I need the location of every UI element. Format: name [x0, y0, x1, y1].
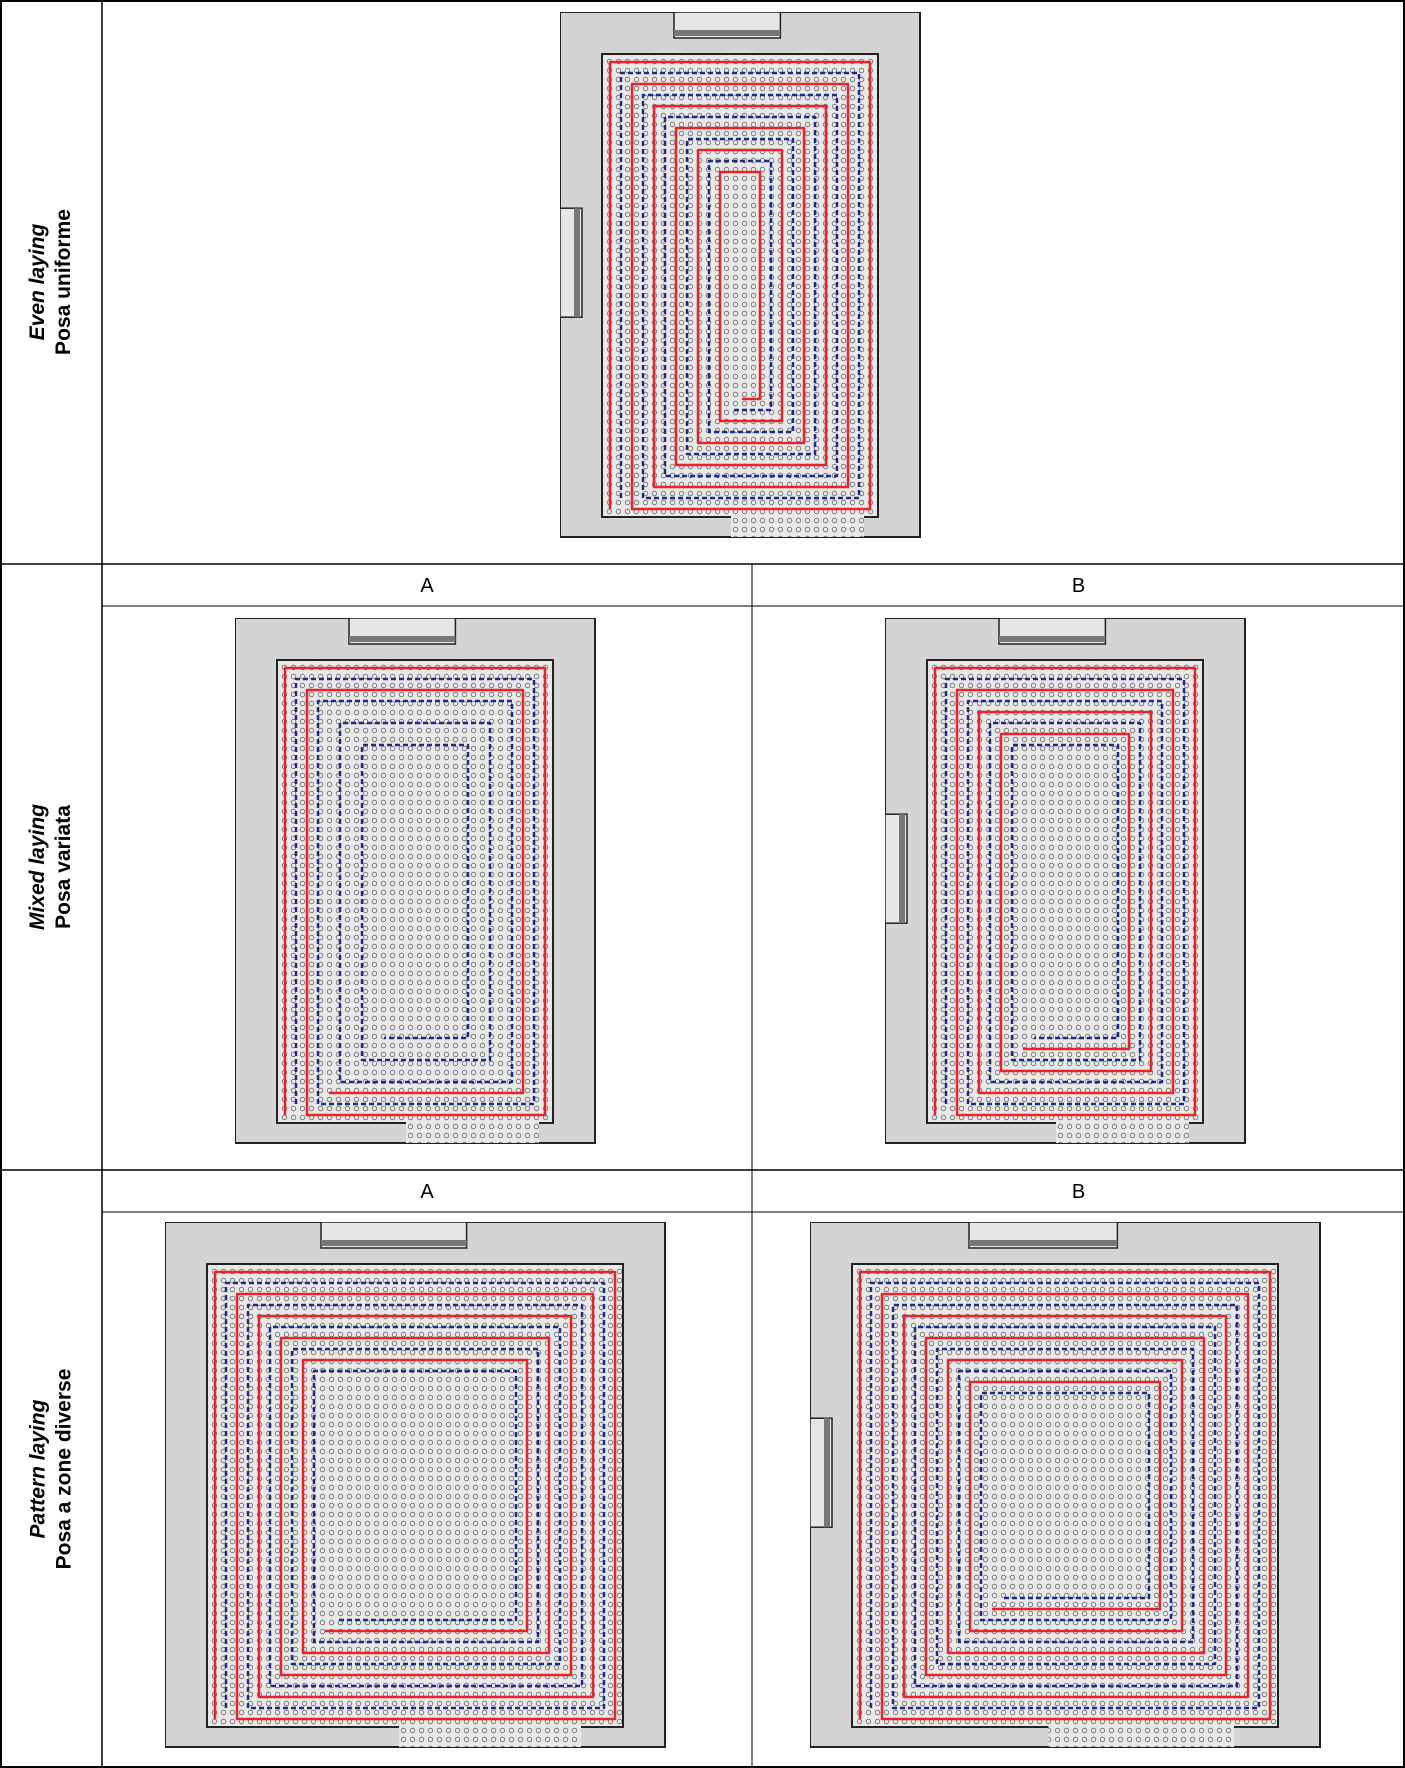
return-pipe — [944, 677, 1186, 1106]
window-sill — [899, 814, 905, 924]
supply-pipe — [608, 60, 872, 511]
floor-area — [926, 659, 1204, 1124]
return-pipe — [224, 1281, 606, 1710]
row-label-en: Mixed laying — [26, 803, 49, 931]
door-opening — [731, 493, 864, 537]
row-label-it: Posa a zone diverse — [52, 1368, 76, 1570]
floor-plan-pattern-b — [810, 1222, 1321, 1748]
column-header-a: A — [420, 1180, 434, 1203]
supply-pipe — [283, 666, 547, 1117]
row-label-even: Even laying Posa uniforme — [0, 0, 102, 564]
window-sill — [674, 30, 781, 36]
column-header-b: B — [1071, 1180, 1086, 1203]
column-header-a: A — [420, 574, 434, 597]
row-label-it: Posa variata — [52, 805, 75, 929]
floor-area — [601, 53, 879, 518]
supply-pipe — [858, 1270, 1272, 1721]
floor-area — [276, 659, 554, 1124]
floor-plan-mixed-b — [885, 618, 1246, 1144]
floor-area — [851, 1263, 1279, 1728]
window-sill — [824, 1418, 830, 1528]
door-opening — [406, 1099, 539, 1143]
floor-plan-pattern-a — [165, 1222, 666, 1748]
door-opening — [1056, 1099, 1189, 1143]
door-opening — [1048, 1703, 1234, 1747]
return-pipe — [619, 71, 861, 500]
floor-plan-even — [560, 12, 921, 538]
column-header-b: B — [1071, 574, 1086, 597]
window-sill — [574, 208, 580, 318]
window-sill — [969, 1240, 1118, 1246]
supply-pipe — [213, 1270, 617, 1721]
supply-pipe — [933, 666, 1197, 1117]
window-sill — [999, 636, 1106, 642]
floor-plan-mixed-a — [235, 618, 596, 1144]
row-label-pattern: Pattern laying Posa a zone diverse — [0, 1170, 102, 1768]
window-sill — [349, 636, 456, 642]
row-label-it: Posa uniforme — [52, 209, 75, 355]
row-label-en: Even laying — [26, 223, 49, 341]
return-pipe — [294, 677, 536, 1106]
floor-area — [206, 1263, 624, 1728]
row-label-mixed: Mixed laying Posa variata — [0, 564, 102, 1170]
row-label-en: Pattern laying — [26, 1399, 50, 1539]
window-sill — [321, 1240, 467, 1246]
return-pipe — [869, 1281, 1261, 1710]
door-opening — [399, 1703, 581, 1747]
